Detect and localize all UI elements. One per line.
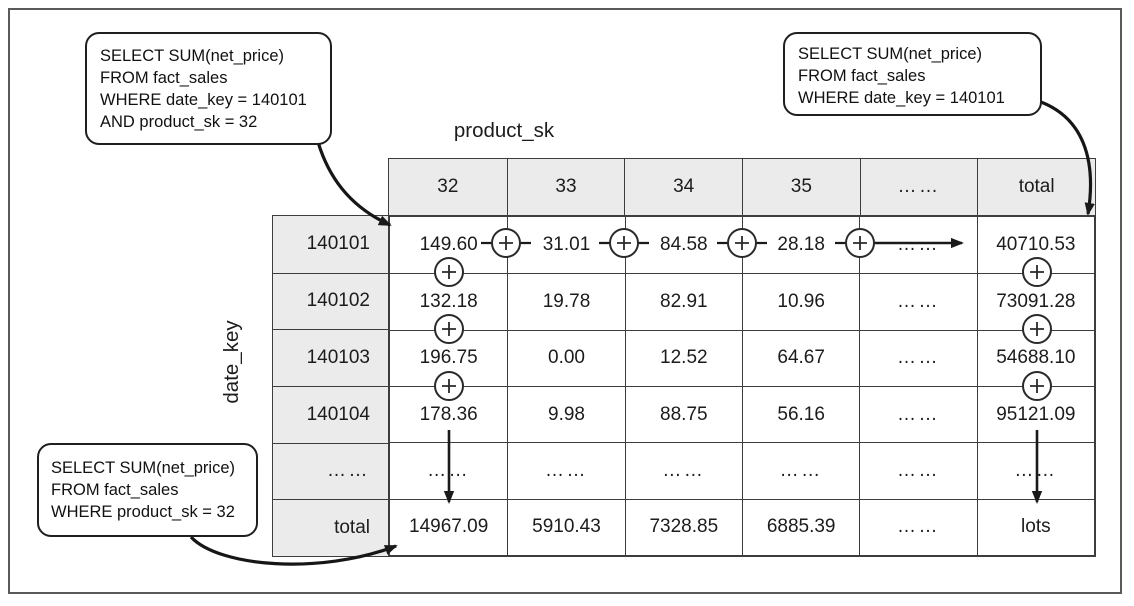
sql-line: FROM fact_sales bbox=[798, 67, 926, 85]
row-header-column: 140101 140102 140103 140104 …… total bbox=[272, 215, 388, 557]
data-cell: 6885.39 bbox=[742, 498, 860, 555]
data-cell: 31.01 bbox=[507, 217, 624, 274]
outer-frame bbox=[8, 8, 1122, 594]
data-cell: …… bbox=[859, 329, 977, 386]
data-cell: 73091.28 bbox=[976, 273, 1094, 330]
data-cell: 14967.09 bbox=[390, 498, 508, 555]
sql-callout-cell-lookup: SELECT SUM(net_price) FROM fact_sales WH… bbox=[85, 32, 332, 145]
row-header-cell: 140102 bbox=[273, 272, 388, 330]
column-header-cell: total bbox=[977, 159, 1095, 215]
data-cell: 196.75 bbox=[390, 329, 508, 386]
data-cell: lots bbox=[976, 498, 1094, 555]
data-cell: …… bbox=[859, 442, 977, 499]
row-header-cell: …… bbox=[273, 442, 388, 500]
data-cell: …… bbox=[507, 442, 625, 499]
data-cell: 54688.10 bbox=[976, 329, 1094, 386]
sql-line: SELECT SUM(net_price) bbox=[100, 47, 285, 65]
data-cell: 84.58 bbox=[624, 217, 742, 274]
sql-line: AND product_sk = 32 bbox=[100, 113, 258, 131]
sql-line: FROM fact_sales bbox=[100, 69, 228, 87]
sql-line: WHERE date_key = 140101 bbox=[100, 91, 307, 109]
product-sk-axis-label: product_sk bbox=[453, 119, 555, 142]
sql-line: WHERE product_sk = 32 bbox=[51, 503, 235, 521]
data-cell: …… bbox=[976, 442, 1094, 499]
data-cell: …… bbox=[624, 442, 742, 499]
data-cell: 10.96 bbox=[742, 273, 860, 330]
data-cell: 88.75 bbox=[624, 385, 742, 443]
column-header-cell: 34 bbox=[624, 159, 742, 215]
data-cell: 28.18 bbox=[742, 217, 859, 274]
sql-line: SELECT SUM(net_price) bbox=[798, 45, 983, 63]
column-header-cell: 33 bbox=[506, 159, 625, 215]
column-header-row: 32 33 34 35 …… total bbox=[388, 158, 1096, 215]
data-cell: 178.36 bbox=[390, 385, 508, 442]
data-cell: 132.18 bbox=[390, 273, 508, 329]
row-header-cell: 140101 bbox=[306, 233, 370, 255]
data-cell: 82.91 bbox=[624, 273, 742, 330]
data-cube-grid: 149.60 31.01 84.58 28.18 …… 40710.53 132… bbox=[388, 215, 1096, 557]
sql-callout-column-total: SELECT SUM(net_price) FROM fact_sales WH… bbox=[37, 443, 258, 537]
column-header-cell: 32 bbox=[437, 176, 459, 197]
data-cell: 64.67 bbox=[742, 329, 860, 386]
sql-line: FROM fact_sales bbox=[51, 481, 179, 499]
data-cell: …… bbox=[390, 442, 508, 498]
data-cell: …… bbox=[742, 442, 860, 499]
date-key-axis-label: date_key bbox=[220, 320, 243, 404]
data-cell: 56.16 bbox=[742, 385, 860, 443]
data-cell: …… bbox=[859, 217, 976, 274]
data-cell: …… bbox=[859, 385, 977, 443]
column-header-cell: 35 bbox=[741, 159, 860, 215]
data-cell: 0.00 bbox=[507, 329, 625, 386]
data-cell: 19.78 bbox=[507, 273, 625, 330]
row-header-cell: 140103 bbox=[273, 329, 388, 386]
data-cell: 95121.09 bbox=[976, 385, 1094, 443]
data-cell: 12.52 bbox=[624, 329, 742, 386]
data-cell: 7328.85 bbox=[624, 498, 742, 555]
sql-line: SELECT SUM(net_price) bbox=[51, 459, 236, 477]
sql-callout-row-total: SELECT SUM(net_price) FROM fact_sales WH… bbox=[783, 32, 1042, 116]
data-cell: …… bbox=[859, 273, 977, 330]
data-cell: 9.98 bbox=[507, 385, 625, 443]
row-header-cell: total bbox=[273, 499, 388, 556]
data-cell: 5910.43 bbox=[507, 498, 625, 555]
data-cell: …… bbox=[859, 498, 977, 555]
data-cell: 40710.53 bbox=[976, 217, 1094, 274]
row-header-cell: 140104 bbox=[273, 386, 388, 443]
column-header-cell: …… bbox=[859, 159, 978, 215]
sql-line: WHERE date_key = 140101 bbox=[798, 89, 1005, 107]
data-cell: 149.60 bbox=[419, 234, 478, 256]
